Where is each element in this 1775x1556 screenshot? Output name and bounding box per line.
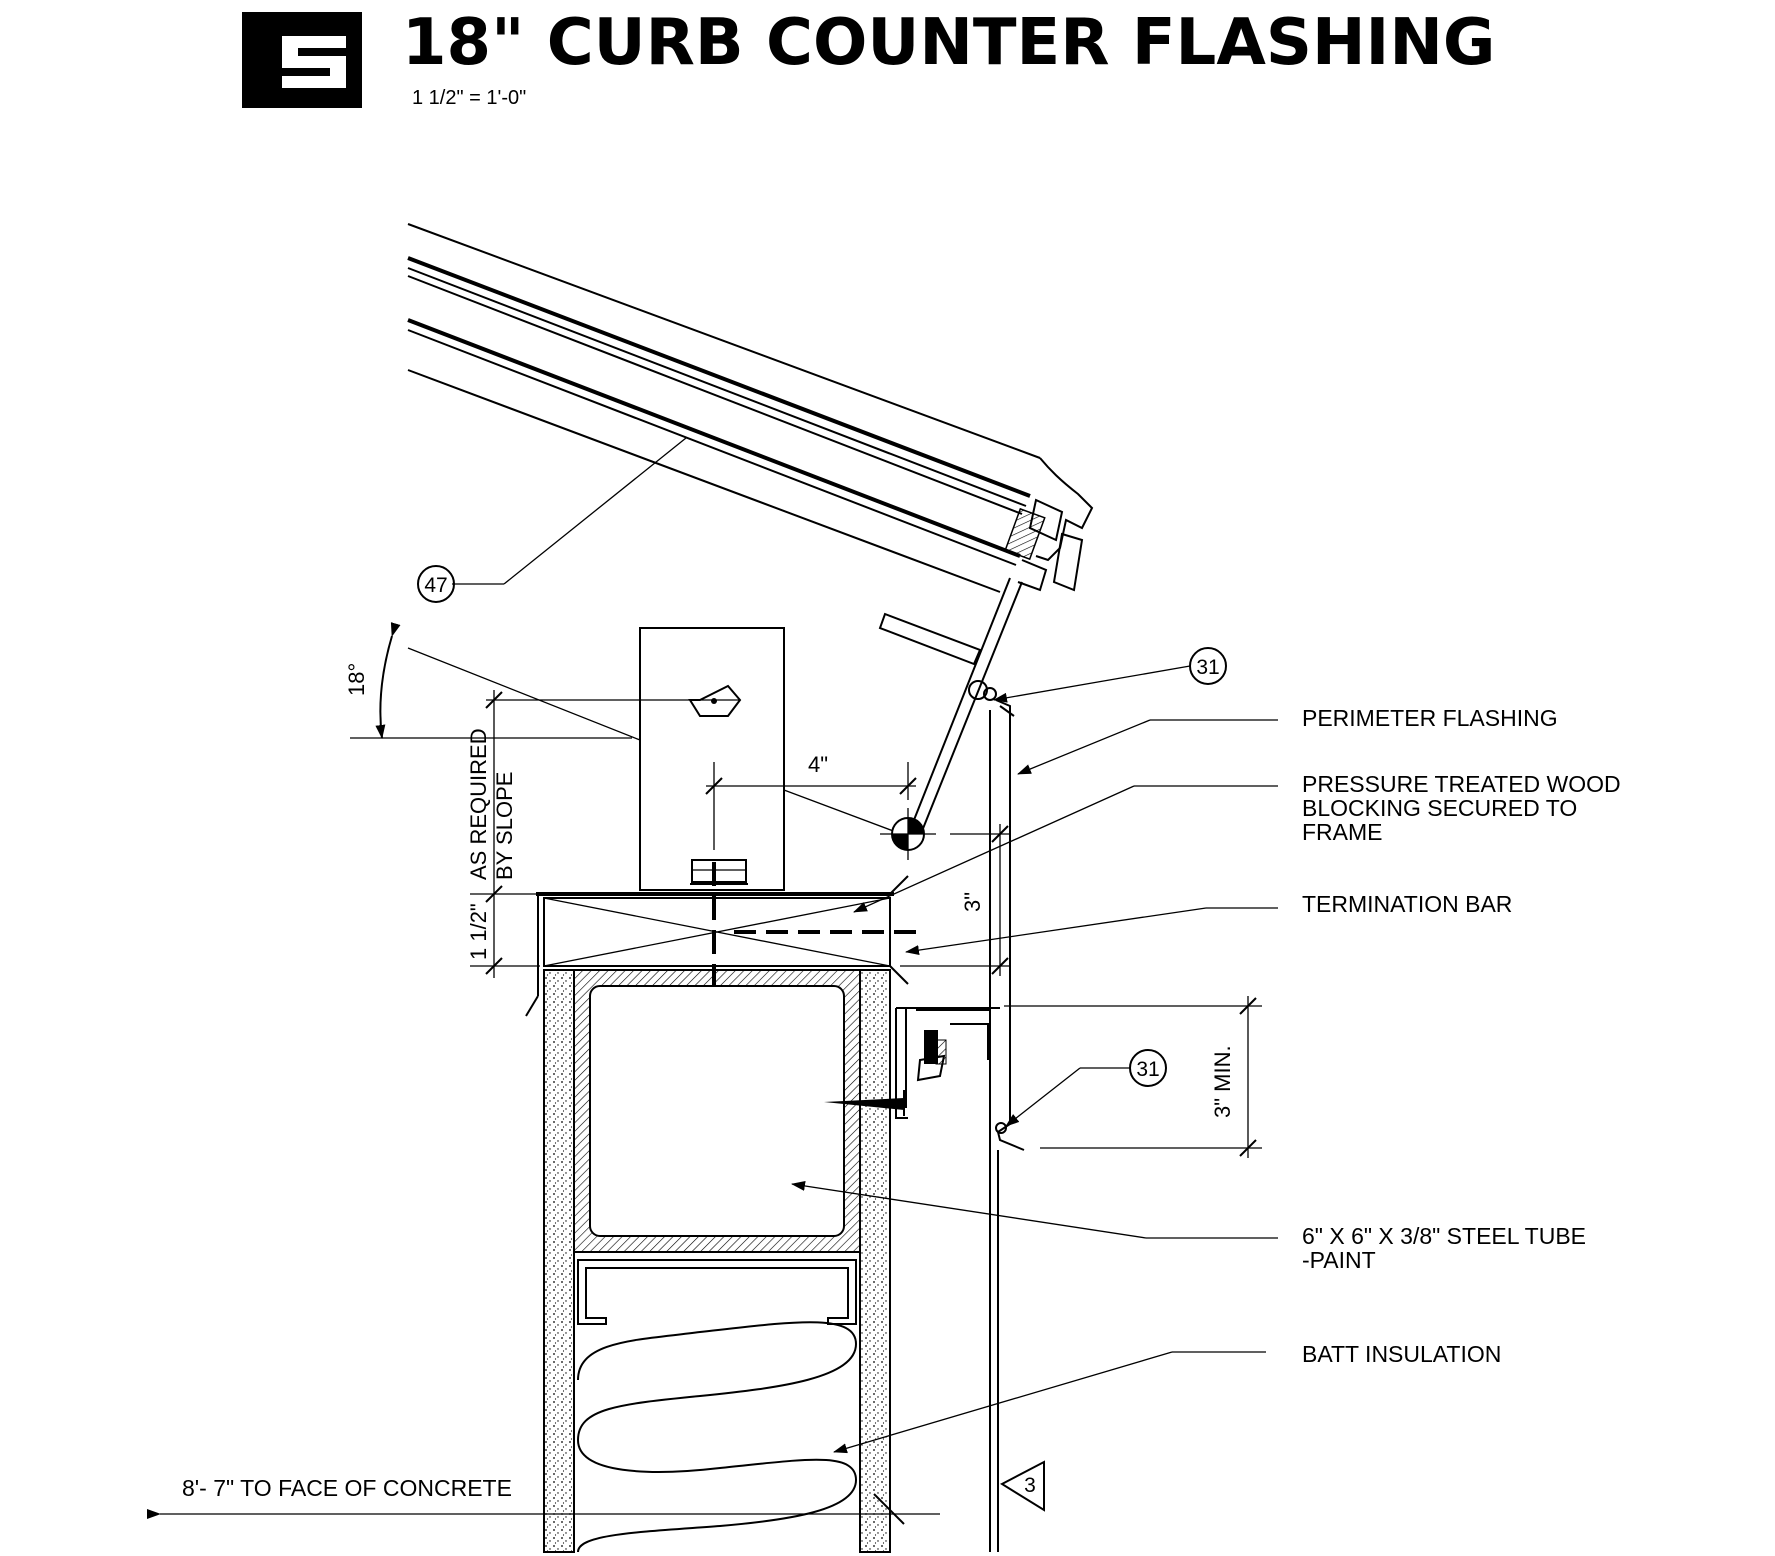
svg-text:3: 3 xyxy=(1024,1474,1036,1497)
steel-tube xyxy=(573,969,861,1253)
callout-labels: PERIMETER FLASHING PRESSURE TREATED WOOD… xyxy=(182,705,1621,1501)
slope-angle-dimension: 18° xyxy=(344,622,641,741)
detail-title: 18" CURB COUNTER FLASHING xyxy=(402,6,1495,80)
tag-31-upper: 31 xyxy=(1189,647,1227,685)
callout-face-of-concrete: 8'- 7" TO FACE OF CONCRETE xyxy=(182,1475,512,1501)
batt-insulation xyxy=(576,1321,858,1553)
callout-steel-tube-1: 6" X 6" X 3/8" STEEL TUBE xyxy=(1302,1223,1586,1249)
wall-assembly xyxy=(147,969,940,1553)
callout-batt-insulation: BATT INSULATION xyxy=(1302,1341,1501,1367)
work-point-icon xyxy=(880,808,936,860)
three-inch-label: 3" xyxy=(960,892,985,912)
callout-wood-blocking-1: PRESSURE TREATED WOOD xyxy=(1302,771,1621,797)
detail-badge xyxy=(242,12,362,108)
callout-steel-tube-2: -PAINT xyxy=(1302,1247,1376,1273)
vertical-dimension-stack: AS REQUIRED BY SLOPE 1 1/2" xyxy=(466,690,740,978)
three-min-label: 3" MIN. xyxy=(1210,1045,1235,1118)
by-slope-label: BY SLOPE xyxy=(492,772,517,880)
leader-lines xyxy=(452,437,1278,1454)
four-inch-label: 4" xyxy=(808,752,828,777)
detail-scale: 1 1/2" = 1'-0" xyxy=(412,87,526,109)
svg-text:31: 31 xyxy=(1196,656,1219,679)
callout-wood-blocking-3: FRAME xyxy=(1302,819,1383,845)
callout-wood-blocking-2: BLOCKING SECURED TO xyxy=(1302,795,1577,821)
tag-31-lower: 31 xyxy=(1129,1049,1167,1087)
three-min-dimension: 3" MIN. xyxy=(1004,996,1262,1158)
sloped-glazing-panel xyxy=(407,223,1094,593)
four-inch-dimension: 4" xyxy=(705,752,917,850)
svg-text:31: 31 xyxy=(1136,1058,1159,1081)
as-required-label: AS REQUIRED xyxy=(466,728,491,880)
svg-text:47: 47 xyxy=(424,574,447,597)
triangle-tag-3: 3 xyxy=(999,1460,1045,1512)
glazing-support-leg xyxy=(878,577,1023,837)
three-inch-dimension: 3" xyxy=(900,824,1010,976)
callout-perimeter-flashing: PERIMETER FLASHING xyxy=(1302,705,1558,731)
wood-blocking xyxy=(525,862,918,1017)
tag-47: 47 xyxy=(417,565,455,603)
support-post xyxy=(639,627,785,891)
angle-label: 18° xyxy=(344,663,369,696)
callout-termination-bar: TERMINATION BAR xyxy=(1302,891,1512,917)
one-half-label: 1 1/2" xyxy=(466,903,491,960)
counter-flashing-clip xyxy=(824,1007,1000,1120)
